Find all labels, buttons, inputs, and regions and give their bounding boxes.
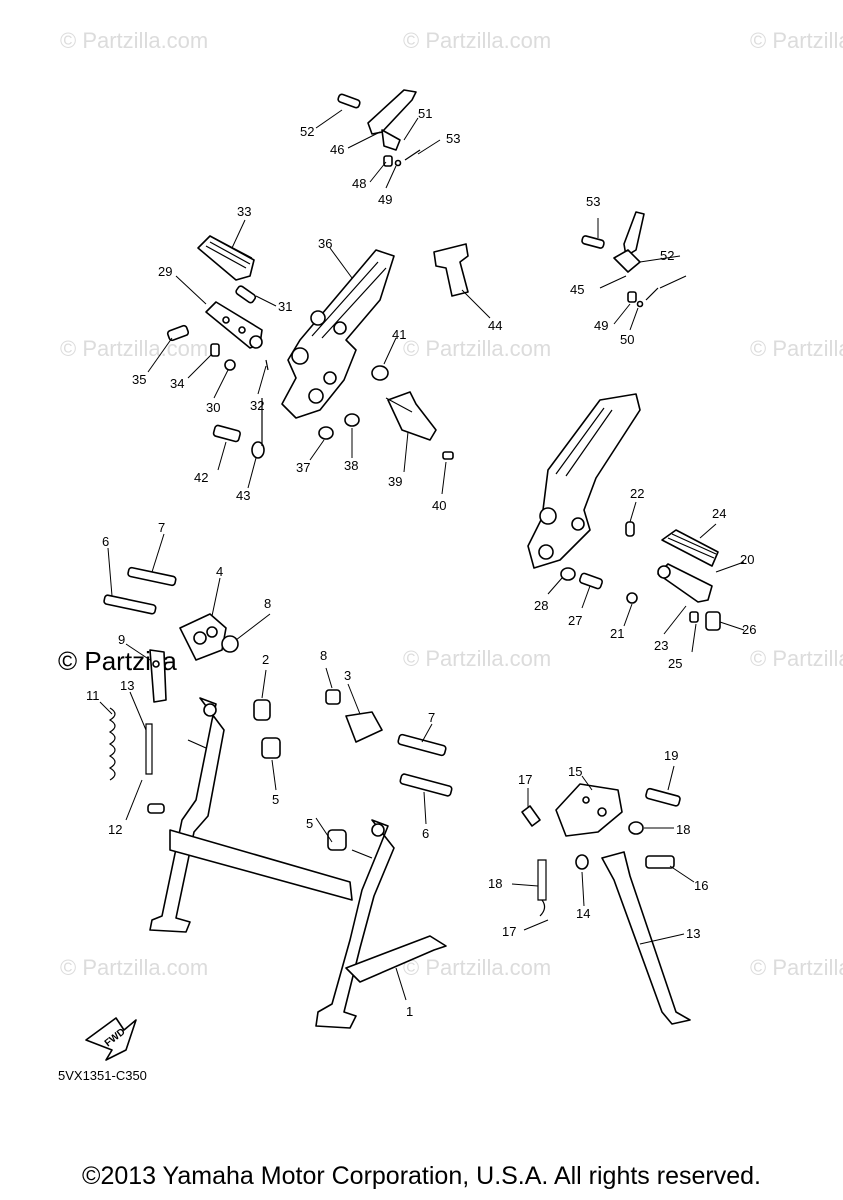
watermark: © Partzilla.com [750,646,843,671]
callout-22: 20 [740,552,754,567]
callout-42: 40 [432,498,446,513]
watermark: © Partzilla.com [60,955,208,980]
callout-49b: 49 [594,318,608,333]
watermark: © Partzilla.com [60,28,208,53]
callout-18-label: 18 [488,876,502,891]
callout-6: 6 [102,534,109,549]
callout-17: 17 [502,924,516,939]
center-stand-drawing [103,566,453,1029]
callout-10: 11 [86,688,100,703]
callout-14: 15 [568,764,582,779]
callout-29: 27 [568,613,582,628]
callout-44: 42 [194,470,208,485]
callout-1: 1 [406,1004,413,1019]
callout-49: 48 [352,176,366,191]
shift-pedal-right-drawing [581,211,659,308]
callout-33: 31 [278,299,292,314]
callout-52b: 53 [586,194,600,209]
watermark: © Partzilla.com [403,28,551,53]
callout-30: 28 [534,598,548,613]
callout-5a: 5 [272,792,279,807]
callout-31: 29 [158,264,172,279]
watermark-layer: © Partzilla.com © Partzilla.com © Partzi… [58,28,843,980]
callout-51: 51 [418,106,432,121]
watermark: © Partzilla.com [403,336,551,361]
callout-50b: 50 [620,332,634,347]
fwd-arrow-icon: FWD [85,1017,137,1061]
shift-pedal-top-drawing [337,89,421,167]
callout-24: 22 [630,486,644,501]
callout-43: 41 [392,327,406,342]
watermark: © Partzilla.com [403,646,551,671]
callout-34: 32 [250,398,264,413]
callout-40: 38 [344,458,358,473]
callout-32: 30 [206,400,220,415]
callout-13: 13 [686,926,700,941]
callout-19: 17 [518,772,532,787]
callout-7: 7 [158,520,165,535]
footrest-right-drawing [527,393,721,631]
callout-8: 8 [264,596,271,611]
callout-11: 12 [108,822,122,837]
callout-16: 14 [576,906,590,921]
callout-26: 24 [712,506,726,521]
callout-27: 25 [668,656,682,671]
callout-36: 34 [170,376,184,391]
watermark: © Partzilla.com [750,336,843,361]
callout-25: 23 [654,638,668,653]
callout-8b: 8 [320,648,327,663]
rider-footpeg-left-drawing [166,235,269,371]
side-stand-drawing [521,783,691,1025]
leader-lines [99,109,745,1001]
footrest-bracket-drawing [212,243,469,460]
callout-28: 26 [742,622,756,637]
watermark: © Partzilla.com [403,955,551,980]
callout-15: 16 [694,878,708,893]
callout-53: 53 [446,131,460,146]
callout-3: 3 [344,668,351,683]
callout-12: 13 [120,678,134,693]
callout-46: 44 [488,318,502,333]
watermark: © Partzilla.com [750,28,843,53]
callout-51b: 52 [660,248,674,263]
callout-21: 19 [664,748,678,763]
callout-47: 45 [570,282,584,297]
callout-38: 36 [318,236,332,251]
callout-50: 49 [378,192,392,207]
callout-39: 37 [296,460,310,475]
watermark: © Partzilla.com [750,955,843,980]
callout-labels: 52 46 51 53 48 49 33 29 31 35 34 30 32 3… [58,106,756,1083]
watermark: © Partzilla.com [60,336,208,361]
callout-37: 35 [132,372,146,387]
callout-52: 52 [300,124,314,139]
callout-4: 4 [216,564,223,579]
diagram-code: 5VX1351-C350 [58,1068,147,1083]
callout-23: 21 [610,626,624,641]
copyright-notice: ©2013 Yamaha Motor Corporation, U.S.A. A… [82,1162,761,1190]
callout-2: 2 [262,652,269,667]
callout-41: 39 [388,474,402,489]
callout-7b: 7 [428,710,435,725]
callout-6b: 6 [422,826,429,841]
callout-20: 18 [676,822,690,837]
callout-9: 9 [118,632,125,647]
callout-35: 33 [237,204,251,219]
callout-5b: 5 [306,816,313,831]
callout-45: 43 [236,488,250,503]
callout-48: 46 [330,142,344,157]
